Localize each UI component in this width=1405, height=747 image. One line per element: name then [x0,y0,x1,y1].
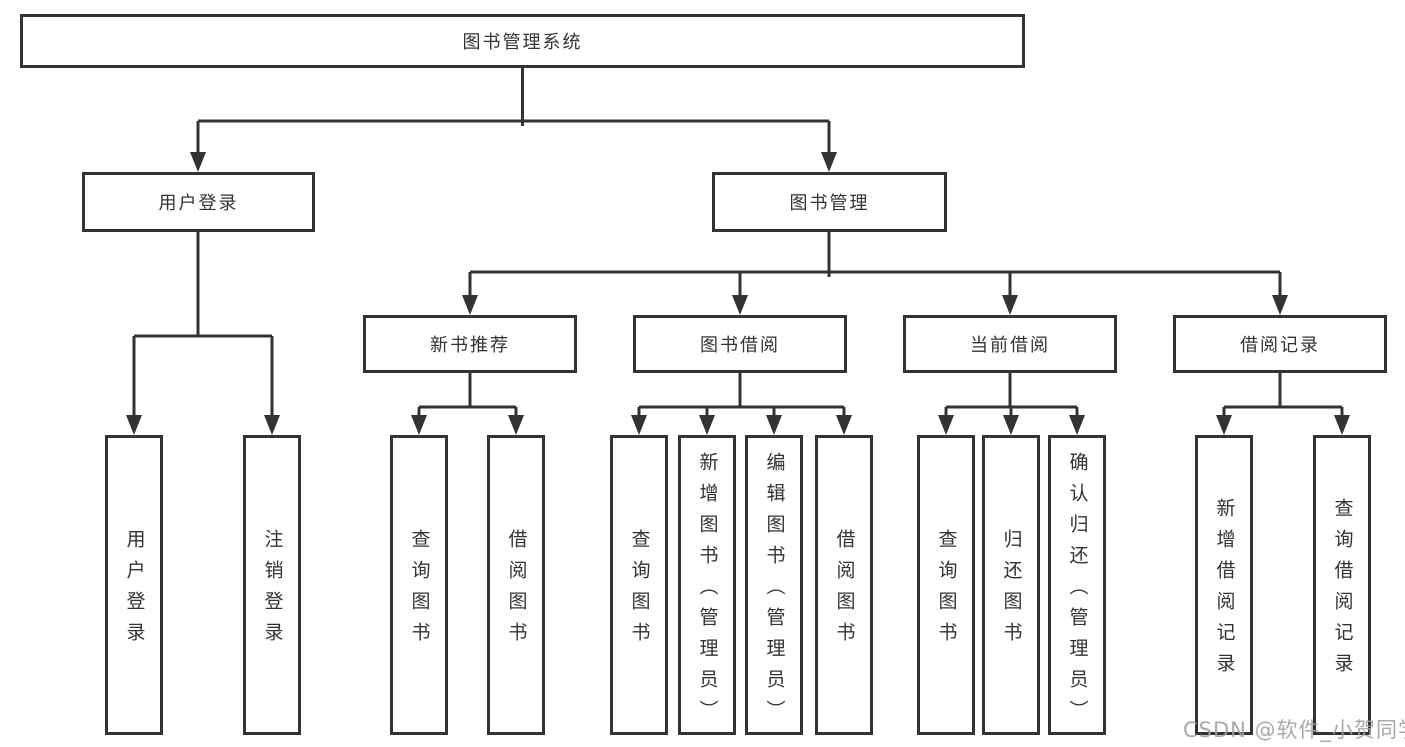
node-label: 图书借阅 [700,335,780,356]
node-label: 图书管理系统 [462,32,583,53]
node-label: 查询图书 [935,529,958,653]
node-root-system: 图书管理系统 [20,14,1025,68]
node-label: 图书管理 [789,193,870,214]
node-borrow-record: 借阅记录 [1173,315,1387,373]
connector-bookborrow-to-leaves [631,373,852,435]
node-book-management-branch: 图书管理 [712,172,947,232]
node-current-borrow: 当前借阅 [903,315,1117,373]
leaf-current-query: 查询图书 [917,435,975,735]
leaf-borrow-add-admin: 新增图书（管理员） [678,435,736,735]
node-book-borrow: 图书借阅 [633,315,847,373]
node-label: 查询借阅记录 [1331,498,1354,684]
connector-root-to-level2 [190,68,837,172]
leaf-borrow-edit-admin: 编辑图书（管理员） [745,435,803,735]
node-label: 归还图书 [1000,529,1023,653]
leaf-logout: 注销登录 [243,435,301,735]
connector-borrowrecord-to-leaves [1216,373,1350,435]
node-user-login-branch: 用户登录 [82,172,315,232]
connector-currentborrow-to-leaves [938,373,1085,435]
node-label: 用户登录 [158,193,239,214]
node-label: 查询图书 [408,529,431,653]
leaf-record-add: 新增借阅记录 [1195,435,1253,735]
node-label: 借阅图书 [505,529,528,653]
node-label: 借阅记录 [1240,335,1320,356]
leaf-newbooks-query: 查询图书 [390,435,448,735]
leaf-borrow-borrow: 借阅图书 [815,435,873,735]
node-label: 注销登录 [261,529,284,653]
node-label: 新增图书（管理员） [696,451,719,731]
node-label: 当前借阅 [970,335,1050,356]
node-label: 新增借阅记录 [1213,498,1236,684]
connector-userlogin-to-leaves [126,232,280,435]
leaf-current-confirm-admin: 确认归还（管理员） [1048,435,1106,735]
connector-bookmgmt-to-level3 [462,232,1288,315]
leaf-newbooks-borrow: 借阅图书 [487,435,545,735]
node-label: 编辑图书（管理员） [763,451,786,731]
node-new-book-recommend: 新书推荐 [363,315,577,373]
leaf-user-login: 用户登录 [105,435,163,735]
leaf-borrow-query: 查询图书 [610,435,668,735]
leaf-current-return: 归还图书 [982,435,1040,735]
node-label: 新书推荐 [430,335,510,356]
leaf-record-query: 查询借阅记录 [1313,435,1371,735]
node-label: 借阅图书 [833,529,856,653]
csdn-watermark: CSDN @软件_小贺同学 [1183,718,1405,742]
node-label: 确认归还（管理员） [1066,451,1089,731]
node-label: 查询图书 [628,529,651,653]
node-label: 用户登录 [123,529,146,653]
connector-newbooks-to-leaves [411,373,524,435]
